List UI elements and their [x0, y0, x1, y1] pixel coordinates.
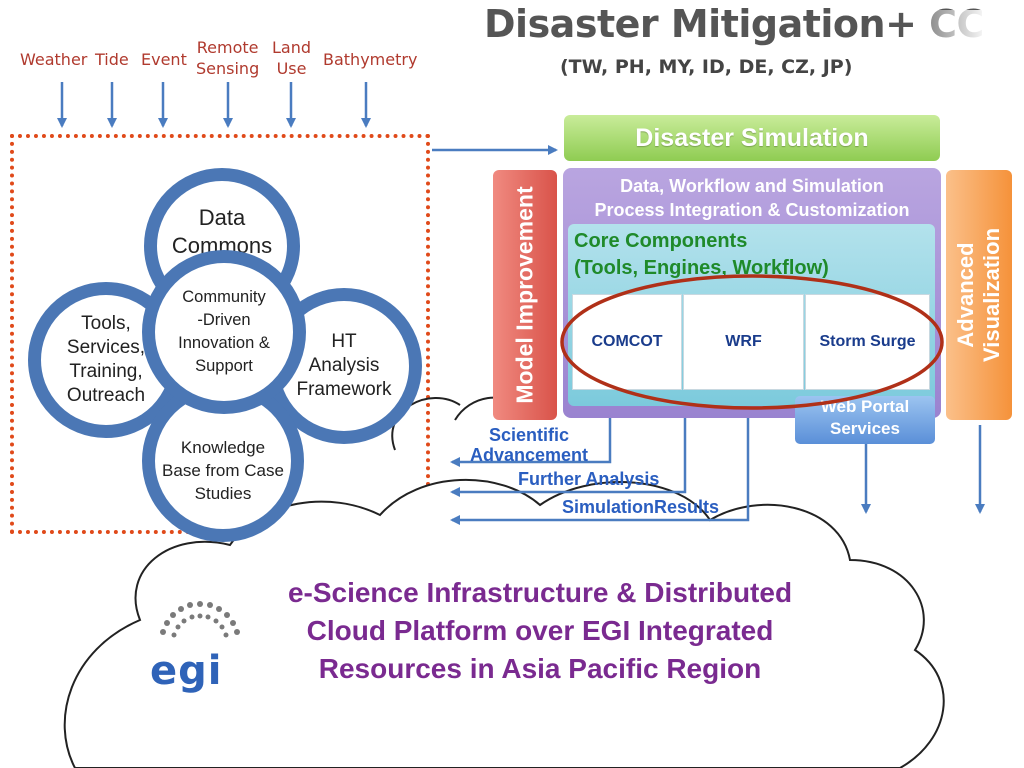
input-event: Event	[141, 50, 187, 69]
cloud-description: e-Science Infrastructure & Distributed C…	[287, 577, 793, 684]
egi-logo: EGI	[150, 648, 222, 694]
core-components-title: Core Components (Tools, Engines, Workflo…	[574, 230, 829, 279]
model-improvement-label: Model Improvement	[511, 186, 538, 404]
input-bathymetry: Bathymetry	[323, 50, 418, 69]
egi-logo-text: EGI	[150, 648, 223, 694]
input-land-use: Land Use	[272, 38, 312, 78]
tools-services-label: Tools, Services, Training, Outreach	[66, 313, 146, 406]
input-weather: Weather	[20, 50, 88, 69]
simulation-results-label: SimulationResults	[562, 497, 720, 517]
cloud-shape	[63, 479, 945, 768]
component-wrf: WRF	[683, 294, 804, 390]
ht-analysis-label: HT Analysis Framework	[296, 331, 392, 400]
further-analysis-label: Further Analysis	[518, 469, 660, 489]
feedback-arrow-results	[450, 418, 750, 525]
data-commons-label: Data Commons	[171, 205, 273, 258]
circle-community-driven: Community -Driven Innovation & Support	[142, 250, 306, 414]
component-storm-surge: Storm Surge	[805, 294, 930, 390]
knowledge-base-label: Knowledge Base from Case Studies	[162, 437, 284, 503]
title-decoration	[918, 10, 988, 48]
highlight-ellipse	[560, 274, 944, 410]
feedback-arrow-further	[450, 418, 687, 497]
page-title: Disaster Mitigation+ CC	[484, 2, 984, 46]
disaster-simulation-bar: Disaster Simulation	[564, 115, 940, 161]
input-remote-sensing: Remote Sensing	[196, 38, 260, 78]
scientific-advancement-label: Scientific Advancement	[470, 425, 589, 465]
advanced-visualization-bar: Advanced Visualization	[946, 170, 1012, 420]
egi-logo-dots-icon	[160, 601, 240, 638]
countries-subtitle: (TW, PH, MY, ID, DE, CZ, JP)	[560, 56, 853, 78]
feedback-arrow-scientific	[450, 418, 612, 467]
process-integration-title: Data, Workflow and Simulation Process In…	[594, 176, 910, 220]
input-tide: Tide	[95, 50, 129, 69]
model-improvement-bar: Model Improvement	[493, 170, 557, 420]
advanced-visualization-label: Advanced Visualization	[953, 227, 1004, 363]
community-driven-label: Community -Driven Innovation & Support	[178, 288, 270, 375]
component-comcot: COMCOT	[572, 294, 682, 390]
